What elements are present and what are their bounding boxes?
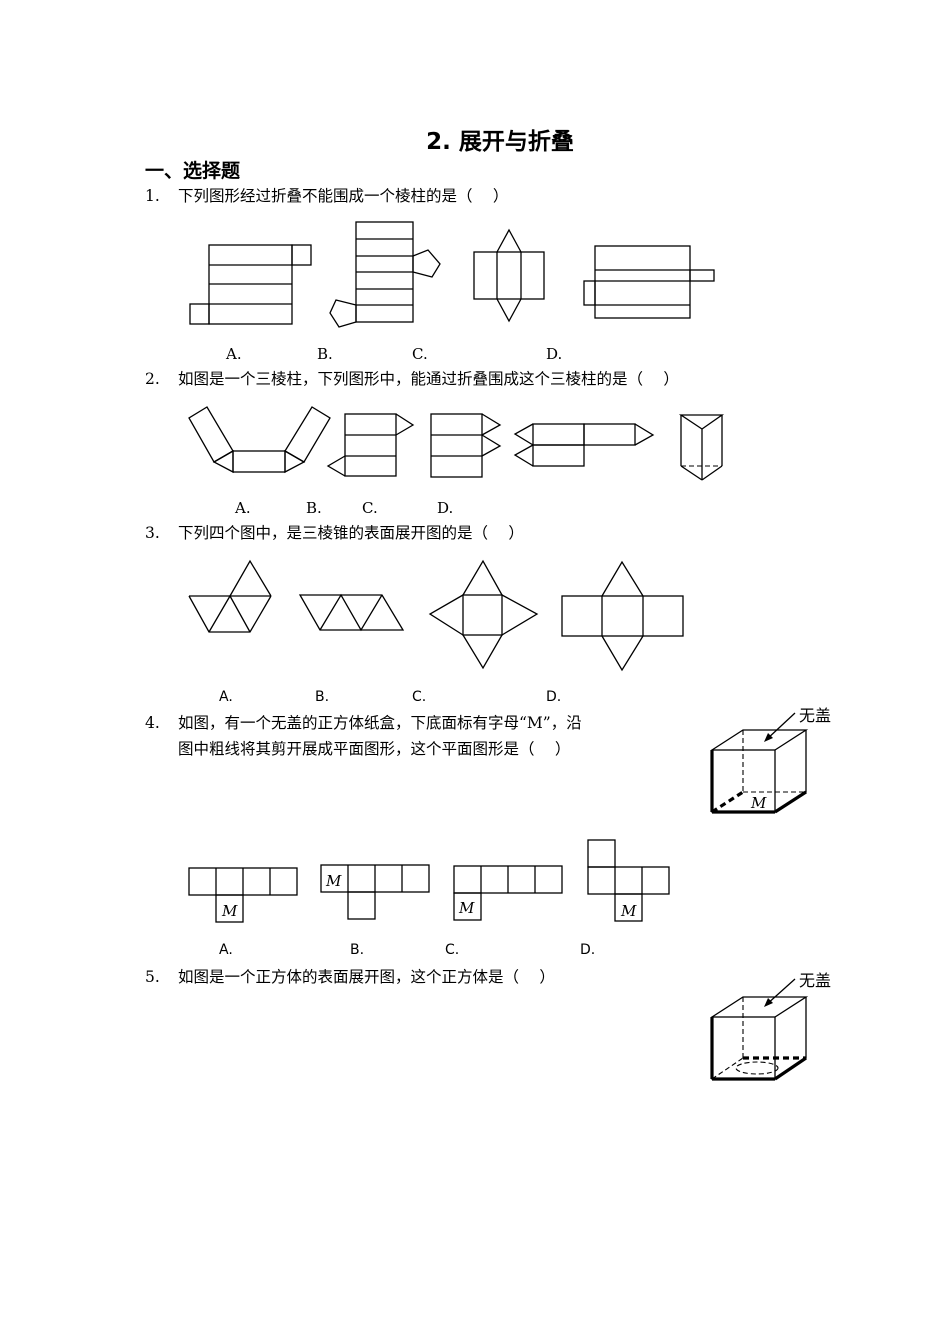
q2-option-b[interactable]: B. (306, 499, 322, 517)
q1-option-d[interactable]: D. (546, 345, 563, 363)
question-text: 如图是一个正方体的表面展开图，这个正方体是（ ） (178, 968, 555, 986)
question-text: 如图是一个三棱柱，下列图形中，能通过折叠围成这个三棱柱的是（ ） (178, 370, 679, 388)
triangular-prism-figure (678, 414, 725, 481)
question-1: 1. 下列图形经过折叠不能围成一个棱柱的是（ ） (145, 183, 508, 209)
question-number: 2. (145, 370, 160, 388)
svg-text:M: M (458, 899, 475, 917)
q3-option-b[interactable]: B. (315, 689, 330, 705)
q4-option-c[interactable]: C. (445, 942, 460, 958)
section-heading: 一、选择题 (145, 160, 241, 182)
no-lid-label: 无盖 (799, 706, 832, 725)
q4-option-b[interactable]: B. (350, 942, 365, 958)
letter-m: M (750, 794, 767, 812)
question-3: 3. 下列四个图中，是三棱锥的表面展开图的是（ ） (145, 520, 524, 546)
svg-text:M: M (221, 902, 238, 920)
svg-text:M: M (620, 902, 637, 920)
question-number: 3. (145, 524, 160, 542)
q2-option-c[interactable]: C. (362, 499, 378, 517)
q4-option-a[interactable]: A. (219, 942, 233, 958)
q2-figure-a (188, 406, 331, 474)
page-title: 2. 展开与折叠 (426, 129, 574, 155)
q2-figure-c (430, 413, 502, 478)
question-2: 2. 如图是一个三棱柱，下列图形中，能通过折叠围成这个三棱柱的是（ ） (145, 366, 679, 392)
q1-option-c[interactable]: C. (412, 345, 428, 363)
q4-figure-c: M (453, 865, 563, 921)
q2-figure-d (513, 423, 655, 467)
question-text-line1: 如图，有一个无盖的正方体纸盒，下底面标有字母“M”，沿 (178, 714, 582, 732)
q3-figure-c (428, 559, 539, 670)
q3-figure-d (561, 560, 684, 672)
q4-option-d[interactable]: D. (580, 942, 596, 958)
q1-option-a[interactable]: A. (226, 345, 242, 363)
q2-option-a[interactable]: A. (235, 499, 251, 517)
question-number: 4. (145, 714, 160, 732)
q4-figure-a: M (188, 867, 298, 923)
q1-option-b[interactable]: B. (317, 345, 333, 363)
question-4: 4. 如图，有一个无盖的正方体纸盒，下底面标有字母“M”，沿 (145, 710, 582, 736)
question-text: 下列图形经过折叠不能围成一个棱柱的是（ ） (178, 187, 509, 205)
question-text: 下列四个图中，是三棱锥的表面展开图的是（ ） (178, 524, 524, 542)
question-4-line2: 图中粗线将其剪开展成平面图形，这个平面图形是（ ） (178, 740, 571, 758)
no-lid-label: 无盖 (799, 971, 832, 990)
question-number: 1. (145, 187, 160, 205)
q3-option-d[interactable]: D. (546, 689, 562, 705)
question-number: 5. (145, 968, 160, 986)
q4-figure-b: M (320, 864, 430, 920)
q4-figure-d: M (587, 839, 670, 922)
question-5: 5. 如图是一个正方体的表面展开图，这个正方体是（ ） (145, 964, 555, 990)
svg-text:M: M (325, 872, 342, 890)
q2-option-d[interactable]: D. (437, 499, 454, 517)
q3-figure-b (298, 593, 405, 632)
q3-option-a[interactable]: A. (219, 689, 233, 705)
q3-option-c[interactable]: C. (412, 689, 427, 705)
q2-figure-b (326, 413, 415, 477)
q3-figure-a (188, 559, 272, 633)
